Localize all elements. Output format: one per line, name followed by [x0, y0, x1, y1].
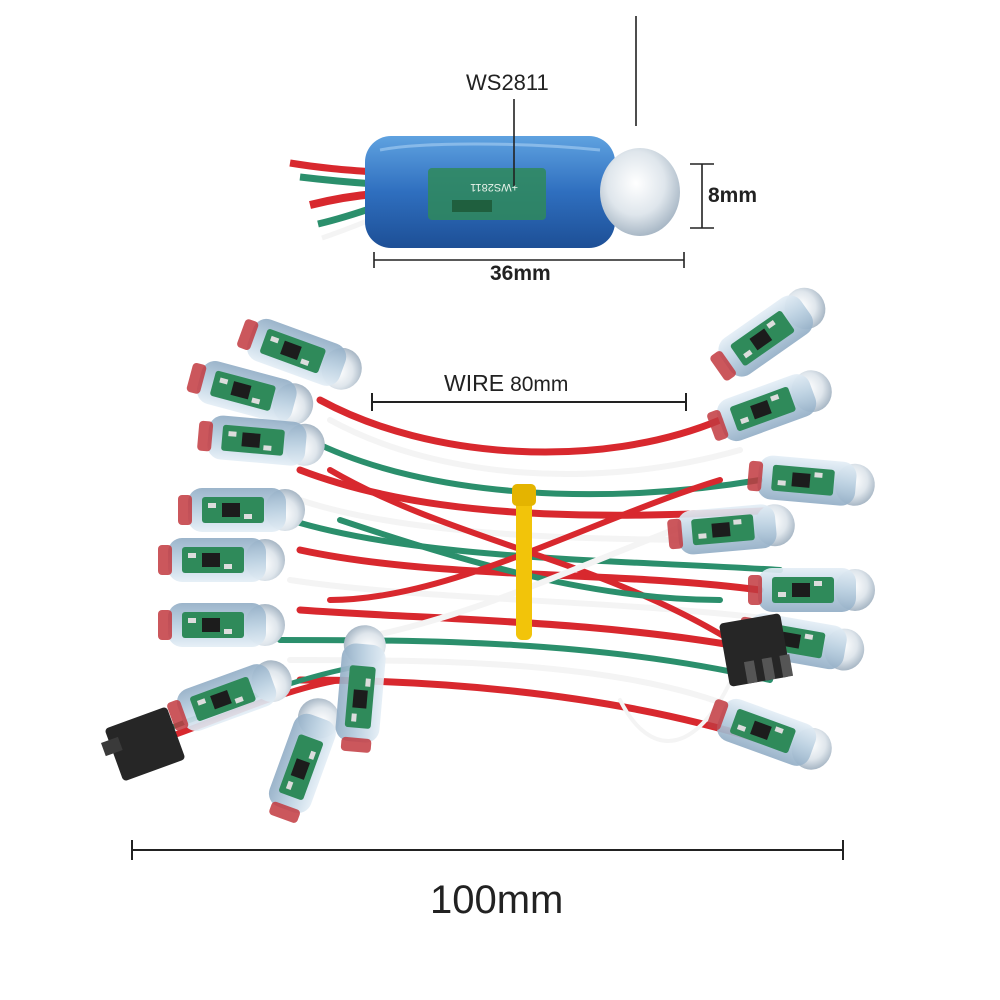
wire-word: WIRE [444, 370, 505, 396]
pcb-print: +WS2811 [470, 181, 518, 193]
chip-label: WS2811 [466, 70, 549, 95]
pixel-string-bundle [101, 278, 877, 827]
overall-length-label: 100mm [430, 878, 564, 922]
left-connector [101, 707, 185, 781]
width-label: 8mm [708, 184, 758, 207]
single-pixel-module: +WS2811 [289, 136, 680, 248]
wire-dimension [371, 393, 687, 411]
dimension-lines [373, 16, 714, 268]
left-pixels [158, 311, 389, 827]
wire-value: 80mm [510, 373, 569, 396]
overall-dimension [131, 840, 844, 860]
cable-tie [516, 484, 532, 640]
length-label: 36mm [490, 262, 551, 285]
right-pixels [666, 278, 877, 777]
right-connector [719, 613, 794, 687]
